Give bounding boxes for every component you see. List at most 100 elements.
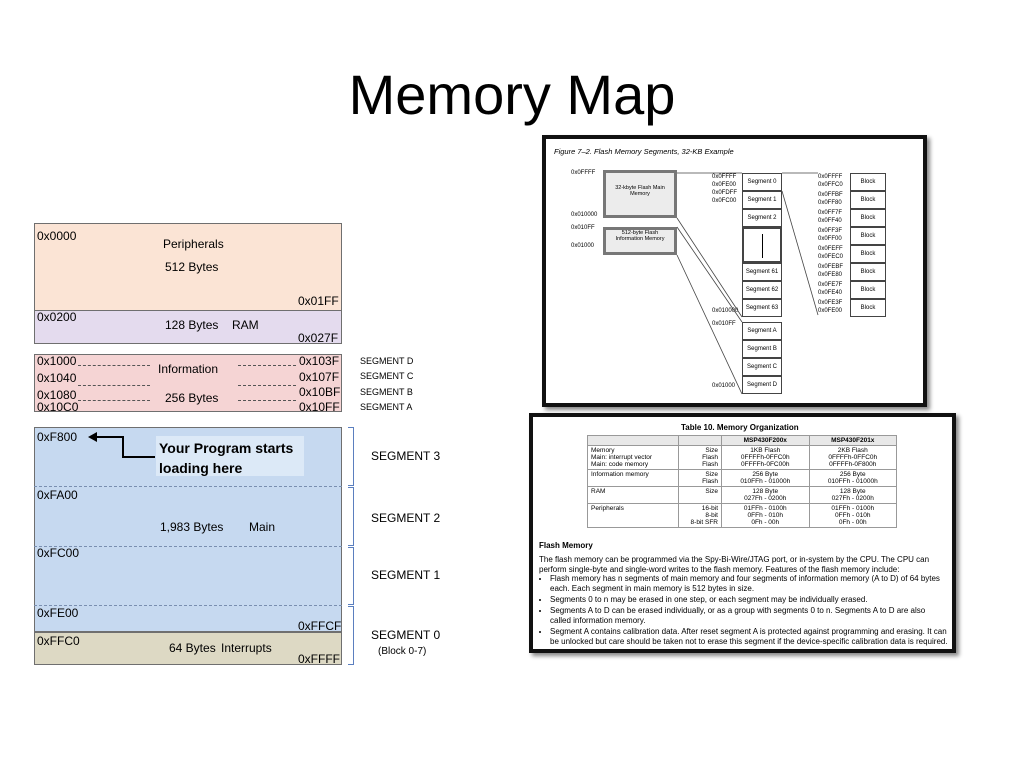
flash-memory-bullets: Flash memory has n segments of main memo… <box>539 574 948 648</box>
fig-addr: 0x0FFFF <box>712 174 737 180</box>
fig-block-addr: 0x0FE3F <box>818 300 843 306</box>
fig-block: Block <box>850 191 886 209</box>
table-cell: Size Flash Flash <box>678 445 722 470</box>
list-item: Segments 0 to n may be erased in one ste… <box>550 595 948 605</box>
flash-segments-figure: Figure 7–2. Flash Memory Segments, 32-KB… <box>542 135 927 407</box>
table-header: MSP430F200x <box>721 435 810 446</box>
interrupts-label: Interrupts <box>221 641 272 655</box>
fig-connectors <box>676 172 819 395</box>
interrupts-start-addr: 0xFFC0 <box>37 634 80 648</box>
fig-main-label: 32-kbyte Flash Main Memory <box>615 185 665 197</box>
info-addr-left-3: 0x1080 <box>37 388 77 402</box>
ram-label: RAM <box>232 318 259 332</box>
table-cell: 256 Byte 010FFh - 01000h <box>721 469 810 487</box>
table-cell: RAM <box>587 486 679 504</box>
fig-block-addr: 0x0FFC0 <box>818 182 843 188</box>
main-addr-fc00: 0xFC00 <box>37 546 80 560</box>
segment-d-label: SEGMENT D <box>360 356 414 366</box>
segment-3-label: SEGMENT 3 <box>371 449 441 463</box>
peripherals-start-addr: 0x0000 <box>37 229 77 243</box>
segment-a-label: SEGMENT A <box>360 402 413 412</box>
fig-info-block <box>603 227 677 255</box>
memory-organization-figure: Table 10. Memory Organization MSP430F200… <box>529 413 956 653</box>
table-cell: 01FFh - 0100h 0FFh - 010h 0Fh - 00h <box>721 503 810 528</box>
fig-addr: 0x0FC00 <box>712 198 737 204</box>
fig-segment-c: Segment C <box>742 358 782 376</box>
fig-block-addr: 0x0FE40 <box>818 290 843 296</box>
fig-addr: 0x0FDFF <box>712 190 738 196</box>
fig-block: Block <box>850 227 886 245</box>
table-cell: 16-bit 8-bit 8-bit SFR <box>678 503 722 528</box>
info-addr-right-2: 0x107F <box>299 370 340 384</box>
info-addr-left-4: 0x10C0 <box>37 400 79 414</box>
list-item: Segment A contains calibration data. Aft… <box>550 627 948 647</box>
fig-segment-62: Segment 62 <box>742 281 782 299</box>
interrupts-size: 64 Bytes <box>169 641 216 655</box>
fig-main-block <box>603 170 677 218</box>
main-addr-fa00: 0xFA00 <box>37 488 78 502</box>
interrupts-end-addr: 0xFFFF <box>298 652 340 666</box>
fig-block-addr: 0x0FFFF <box>818 174 843 180</box>
table-cell: 2KB Flash 0FFFFh-0FFC0h 0FFFFh-0F800h <box>808 445 897 470</box>
ram-block <box>34 310 342 344</box>
information-label: Information <box>158 362 219 376</box>
fig-block: Block <box>850 173 886 191</box>
fig-addr: 0x010000 <box>571 212 598 218</box>
table-header <box>587 435 679 446</box>
fig-addr: 0x010FF <box>571 225 595 231</box>
main-label: Main <box>249 520 276 534</box>
flash-memory-heading: Flash Memory <box>539 541 593 550</box>
info-addr-left-1: 0x1000 <box>37 354 77 368</box>
fig-segment-1: Segment 1 <box>742 191 782 209</box>
fig-block-addr: 0x0FF00 <box>818 236 842 242</box>
arrow-icon <box>88 432 156 458</box>
table-cell: 01FFh - 0100h 0FFh - 010h 0Fh - 00h <box>808 503 897 528</box>
fig-block-addr: 0x0FE80 <box>818 272 843 278</box>
fig-segment-d: Segment D <box>742 376 782 394</box>
fig-block-addr: 0x0FFBF <box>818 192 843 198</box>
fig-block-addr: 0x0FEBF <box>818 264 844 270</box>
fig-segment-b: Segment B <box>742 340 782 358</box>
flash-memory-intro: The flash memory can be programmed via t… <box>539 555 930 574</box>
figure-caption: Figure 7–2. Flash Memory Segments, 32-KB… <box>554 147 734 156</box>
table-cell: Information memory <box>587 469 679 487</box>
fig-addr: 0x010000 <box>712 308 739 314</box>
fig-block-addr: 0x0FF80 <box>818 200 842 206</box>
info-addr-left-2: 0x1040 <box>37 371 77 385</box>
fig-segment-63: Segment 63 <box>742 299 782 317</box>
ram-end-addr: 0x027F <box>298 331 339 345</box>
table-header: MSP430F201x <box>808 435 897 446</box>
table-cell: Size <box>678 486 722 504</box>
fig-addr: 0x0FE00 <box>712 182 737 188</box>
main-size: 1,983 Bytes <box>160 520 224 534</box>
table-cell: Memory Main: interrupt vector Main: code… <box>587 445 679 470</box>
ram-size: 128 Bytes <box>165 318 219 332</box>
table-row: Memory Main: interrupt vector Main: code… <box>587 445 897 470</box>
page-title: Memory Map <box>348 63 676 126</box>
segment-1-label: SEGMENT 1 <box>371 568 441 582</box>
fig-segment-61: Segment 61 <box>742 263 782 281</box>
table-cell: 128 Byte 027Fh - 0200h <box>721 486 810 504</box>
fig-block: Block <box>850 299 886 317</box>
table-cell: Size Flash <box>678 469 722 487</box>
fig-block: Block <box>850 263 886 281</box>
fig-segment-a: Segment A <box>742 322 782 340</box>
fig-block-addr: 0x0FE00 <box>818 308 843 314</box>
fig-info-label: 512-byte Flash Information Memory <box>615 230 665 242</box>
list-item: Flash memory has n segments of main memo… <box>550 574 948 594</box>
table-cell: 256 Byte 010FFh - 01000h <box>808 469 897 487</box>
program-note: Your Program starts loading here <box>155 435 305 477</box>
main-addr-fe00: 0xFE00 <box>37 606 79 620</box>
information-block <box>34 354 342 412</box>
table-header <box>678 435 722 446</box>
info-addr-right-1: 0x103F <box>299 354 340 368</box>
fig-block: Block <box>850 209 886 227</box>
fig-segment-0: Segment 0 <box>742 173 782 191</box>
fig-segment-2: Segment 2 <box>742 209 782 227</box>
fig-block: Block <box>850 245 886 263</box>
segment-0-sub: (Block 0-7) <box>378 646 427 657</box>
segment-2-label: SEGMENT 2 <box>371 511 441 525</box>
fig-addr: 0x01000 <box>571 243 595 249</box>
fig-addr: 0x01000 <box>712 383 736 389</box>
